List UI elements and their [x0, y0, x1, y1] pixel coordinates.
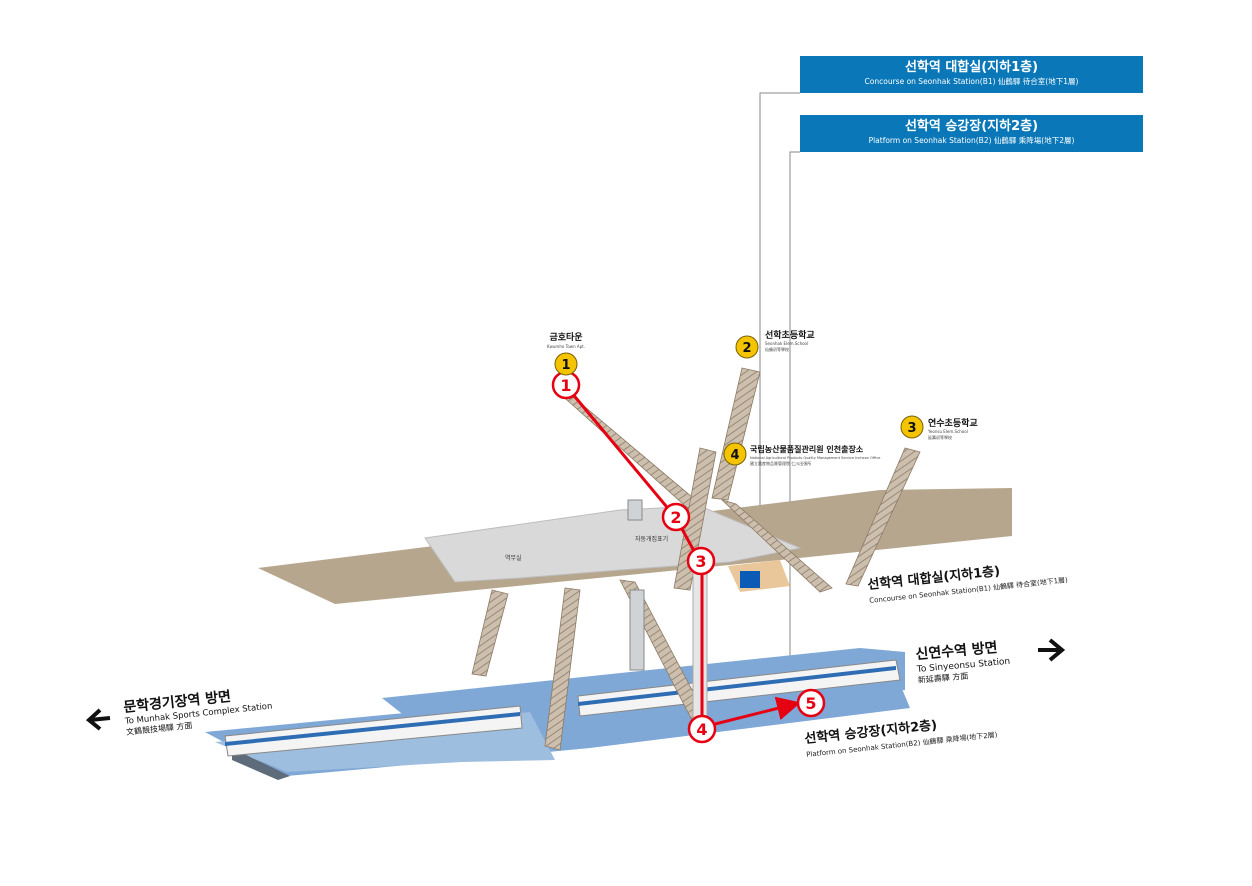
exit-2-sub1: Seonhak Elem.School [765, 341, 808, 346]
ticket-gate-label: 자동개집표기 [635, 535, 668, 543]
route-step-1-label: 1 [560, 376, 571, 395]
station-office-label: 역무실 [505, 554, 522, 562]
exit-2-name: 선학초등학교 [765, 329, 815, 341]
stairways [471, 367, 921, 751]
exit-3-sub2: 延壽初等學校 [928, 434, 952, 440]
exit-2: 2 선학초등학교 Seonhak Elem.School 仙鶴初等學校 [735, 329, 815, 359]
exit-2-number: 2 [742, 341, 751, 356]
platform-level-label: 선학역 승강장(지하2층) Platform on Seonhak Statio… [804, 717, 998, 759]
exit-3-sub1: Yeonsu Elem.School [927, 429, 968, 434]
exit-1-number: 1 [561, 358, 570, 373]
exit-3-number: 3 [907, 421, 916, 436]
route-step-3-label: 3 [695, 552, 706, 571]
exit-1-sub: Kwumho Town Apt. [547, 344, 585, 349]
train-left [224, 705, 523, 757]
platform-banner-title: 선학역 승강장(지하2층) [904, 119, 1039, 134]
elevator-shaft-top [627, 499, 643, 521]
concourse-banner-title: 선학역 대합실(지하1층) [904, 60, 1039, 75]
concourse-banner-subtitle: Concourse on Seonhak Station(B1) 仙鶴驛 待合室… [864, 77, 1079, 86]
direction-right: 신연수역 방면 To Sinyeonsu Station 新延壽驛 方面 [915, 639, 1011, 685]
exit-1: 1 금호타운 Kwumho Town Apt. [547, 331, 585, 376]
exit-1-name: 금호타운 [549, 331, 582, 343]
exit-3-name: 연수초등학교 [928, 417, 978, 429]
platform-track-far [382, 648, 905, 720]
route-step-1: 1 [551, 370, 581, 400]
exit-4: 4 국립농산물품질관리원 인천출장소 National Agricultural… [723, 442, 880, 466]
concourse-banner: 선학역 대합실(지하1층) Concourse on Seonhak Stati… [800, 56, 1143, 93]
exit-2-sub2: 仙鶴初等學校 [765, 346, 789, 352]
route-step-4: 4 [687, 714, 717, 744]
exit-4-number: 4 [730, 448, 739, 463]
platform-base [232, 748, 290, 780]
platform-banner-subtitle: Platform on Seonhak Station(B2) 仙鶴驛 乘降場(… [868, 136, 1075, 145]
route-step-2-label: 2 [670, 508, 681, 527]
concourse-level-label: 선학역 대합실(지하1층) Concourse on Seonhak Stati… [867, 563, 1069, 605]
platform-banner: 선학역 승강장(지하2층) Platform on Seonhak Statio… [800, 115, 1143, 152]
route-step-4-label: 4 [696, 720, 707, 739]
restroom-sign [740, 571, 760, 588]
banner-leader-lines [759, 92, 800, 660]
exit-4-name: 국립농산물품질관리원 인천출장소 [750, 444, 864, 454]
train-right [577, 659, 901, 717]
exit-4-sub2: 國立農産物品質管理院 仁川出張所 [750, 460, 811, 466]
route-step-3: 3 [686, 546, 716, 576]
direction-right-hanja: 新延壽驛 方面 [917, 671, 968, 685]
route-step-5-label: 5 [805, 694, 816, 713]
elevator-shaft [629, 589, 645, 671]
central-pillar [692, 559, 708, 721]
exit-3: 3 연수초등학교 Yeonsu Elem.School 延壽初等學校 [900, 415, 978, 440]
exit-4-sub1: National Agricultural Products Quality M… [750, 456, 880, 460]
route-step-5: 5 [796, 688, 826, 718]
arrow-right-icon [1038, 638, 1066, 662]
arrow-left-icon [85, 708, 111, 731]
route-step-2: 2 [661, 502, 691, 532]
